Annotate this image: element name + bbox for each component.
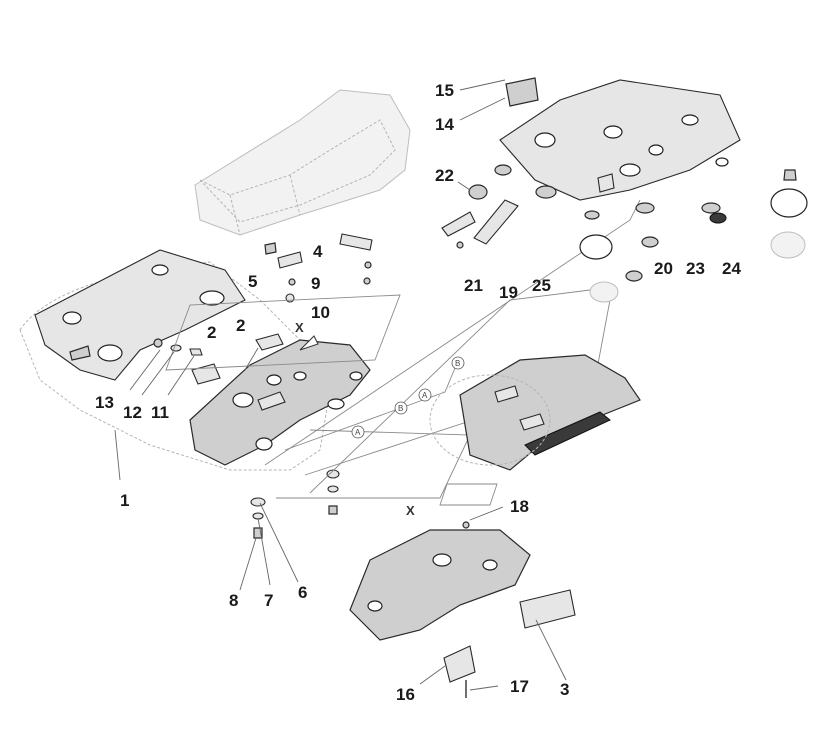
parts-19-21-22 [441, 199, 519, 249]
callout-14: 14 [435, 115, 454, 134]
callout-16: 16 [396, 685, 415, 704]
callout-2a: 2 [207, 323, 216, 342]
marker-a2: A [422, 391, 428, 400]
fasteners-6-7-8 [250, 469, 340, 539]
callout-22: 22 [435, 166, 454, 185]
callout-7: 7 [264, 591, 273, 610]
callout-11: 11 [151, 403, 169, 422]
callout-3: 3 [560, 680, 569, 699]
callout-1: 1 [120, 491, 129, 510]
callout-10: 10 [311, 303, 330, 322]
callout-8: 8 [229, 591, 238, 610]
marker-b2: B [455, 359, 460, 368]
part-1-panel [34, 249, 246, 381]
leader-lines [114, 79, 567, 691]
callout-25: 25 [532, 276, 551, 295]
circle-markers: B A A B X X [295, 320, 465, 518]
callout-18: 18 [510, 497, 529, 516]
callout-5: 5 [248, 272, 257, 291]
grommets-right [468, 164, 808, 303]
callout-23: 23 [686, 259, 705, 278]
marker-x-bottom: X [406, 503, 415, 518]
callout-21: 21 [464, 276, 483, 295]
part-2-undertray [189, 333, 371, 466]
part-upper-right-panel [499, 77, 741, 201]
callout-2b: 2 [236, 316, 245, 335]
callout-labels: 1 2 2 3 4 5 6 7 8 9 10 11 12 13 14 15 16… [95, 81, 741, 704]
callout-17: 17 [510, 677, 529, 696]
callout-19: 19 [499, 283, 518, 302]
callout-15: 15 [435, 81, 454, 100]
marker-b1: B [398, 404, 403, 413]
callout-9: 9 [311, 274, 320, 293]
marker-a1: A [355, 428, 361, 437]
marker-x-top: X [295, 320, 304, 335]
callout-24: 24 [722, 259, 741, 278]
part-mid-floor [429, 354, 641, 471]
callout-20: 20 [654, 259, 673, 278]
arrow-marker [299, 335, 319, 351]
part-3-lower-undertray [349, 521, 576, 698]
callout-13: 13 [95, 393, 114, 412]
fasteners-left [153, 233, 373, 356]
callout-6: 6 [298, 583, 307, 602]
callout-4: 4 [313, 242, 323, 261]
callout-12: 12 [123, 403, 142, 422]
